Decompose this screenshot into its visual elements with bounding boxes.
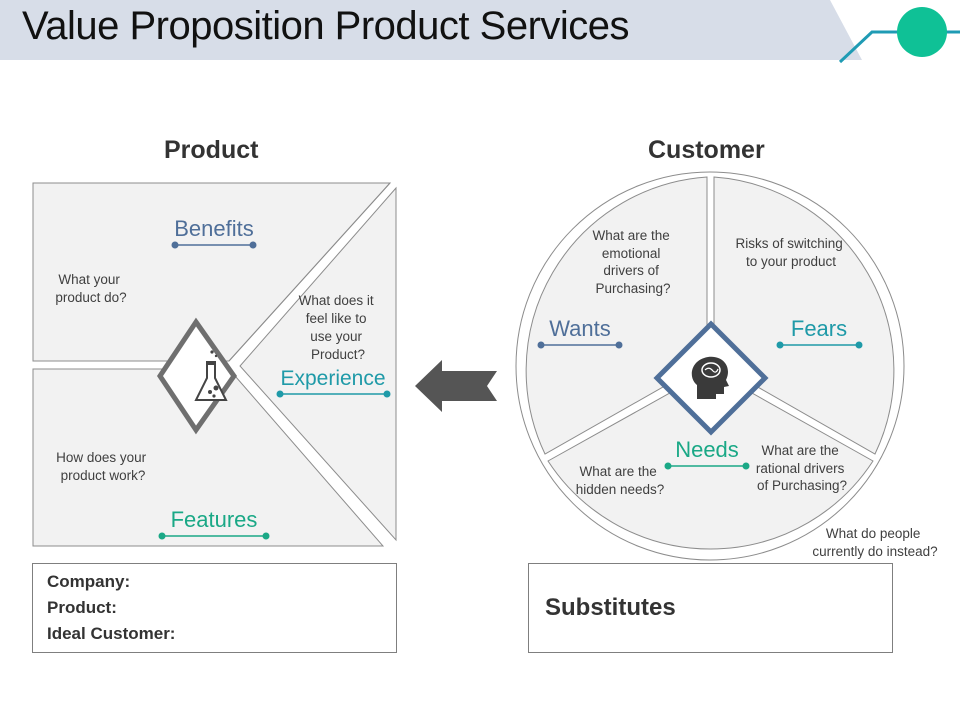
fears-dot-left bbox=[776, 341, 784, 349]
product-heading: Product bbox=[164, 136, 259, 164]
needs-question-left: What are the hidden needs? bbox=[576, 464, 665, 497]
fears-question: Risks of switching to your product bbox=[735, 236, 846, 269]
features-label: Features bbox=[171, 507, 258, 532]
fears-dot-right bbox=[855, 341, 863, 349]
info-box: Company: Product: Ideal Customer: bbox=[32, 563, 397, 653]
experience-label: Experience bbox=[280, 367, 385, 390]
customer-heading: Customer bbox=[648, 136, 765, 164]
needs-label: Needs bbox=[675, 437, 739, 462]
page-title: Value Proposition Product Services bbox=[22, 4, 630, 48]
benefits-dot-right bbox=[249, 241, 257, 249]
benefits-question: What your product do? bbox=[55, 272, 126, 305]
outside-note: What do people currently do instead? bbox=[812, 526, 937, 559]
wants-dot-left bbox=[537, 341, 545, 349]
fears-label: Fears bbox=[791, 316, 847, 341]
substitutes-box: Substitutes bbox=[528, 563, 893, 653]
experience-panel bbox=[239, 186, 397, 542]
head-icon bbox=[691, 356, 729, 399]
needs-dot-right bbox=[742, 462, 750, 470]
experience-dot-right bbox=[383, 390, 391, 398]
title-band: Value Proposition Product Services bbox=[0, 0, 960, 64]
substitutes-label: Substitutes bbox=[545, 594, 676, 621]
company-label: Company: bbox=[47, 572, 131, 591]
needs-question-right: What are the rational drivers of Purchas… bbox=[756, 443, 848, 493]
features-question: How does your product work? bbox=[56, 450, 150, 483]
wants-label: Wants bbox=[549, 316, 611, 341]
benefits-label: Benefits bbox=[174, 216, 254, 241]
experience-dot-left bbox=[276, 390, 284, 398]
experience-question: What does it feel like to use your Produ… bbox=[299, 293, 378, 362]
wants-question: What are the emotional drivers of Purcha… bbox=[592, 228, 673, 296]
divider-line bbox=[228, 182, 391, 362]
benefits-dot-left bbox=[171, 241, 179, 249]
title-banner bbox=[0, 0, 862, 60]
needs-dot-left bbox=[664, 462, 672, 470]
product-diamond bbox=[156, 317, 238, 435]
product-label: Product: bbox=[47, 598, 117, 617]
customer-circle-outline bbox=[515, 171, 905, 561]
arrow-left-icon bbox=[415, 360, 497, 412]
title-decoration bbox=[0, 0, 960, 64]
wants-dot-right bbox=[615, 341, 623, 349]
ideal-customer-label: Ideal Customer: bbox=[47, 624, 176, 643]
needs-segment bbox=[547, 369, 874, 550]
features-dot-right bbox=[262, 532, 270, 540]
features-dot-left bbox=[158, 532, 166, 540]
product-square bbox=[32, 182, 397, 547]
flask-icon bbox=[194, 350, 228, 401]
title-accent-circle bbox=[897, 7, 947, 57]
